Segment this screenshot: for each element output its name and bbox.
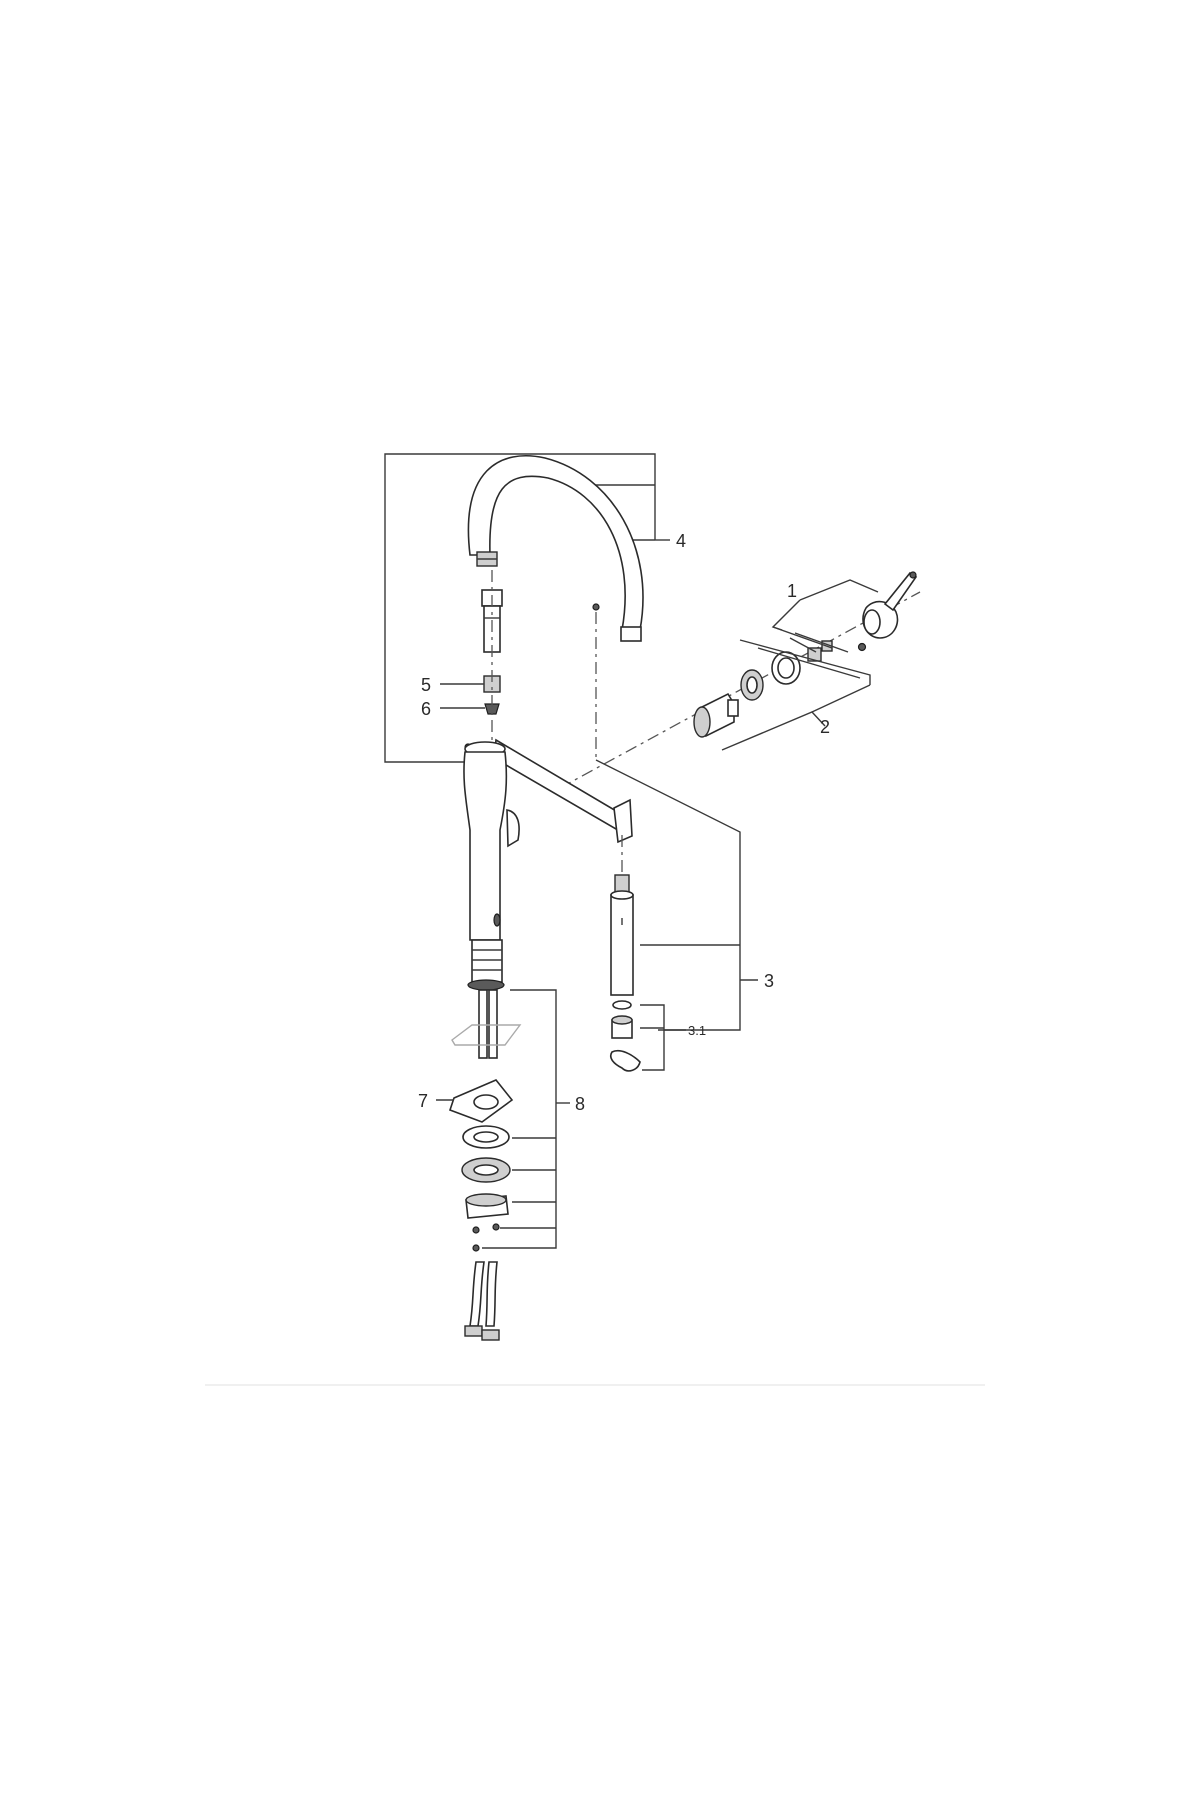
callout-group-3-1: 3.1 [640,1004,706,1071]
callout-6-label: 6 [421,699,431,719]
callout-5-label: 5 [421,675,431,695]
cartridge [693,692,739,738]
supply-hoses [464,1261,500,1341]
spray-head [610,874,634,996]
handle-lever [862,571,918,639]
part-5: 5 [421,675,501,695]
part-7: 7 [418,1079,514,1123]
spout [467,454,644,642]
callout-3-1-label: 3.1 [688,1023,706,1038]
callout-group-8: 8 [482,989,585,1249]
mounting-washer-2 [461,1157,511,1183]
callout-group-4: 4 [384,453,686,763]
mounting-washer-1 [462,1125,510,1149]
callout-group-1: 1 [771,579,879,653]
callout-4-label: 4 [676,531,686,551]
mounting-nut [465,1193,509,1252]
callout-3-label: 3 [764,971,774,991]
handle-screws [740,640,867,701]
part-6: 6 [421,699,500,719]
callout-group-3: 3 [595,759,774,1031]
faucet-body [451,738,633,1059]
callout-2-label: 2 [820,717,830,737]
part-3-1 [609,1000,641,1072]
callout-group-2: 2 [721,639,871,751]
callout-8-label: 8 [575,1094,585,1114]
callout-1-label: 1 [787,581,797,601]
callout-7-label: 7 [418,1091,428,1111]
